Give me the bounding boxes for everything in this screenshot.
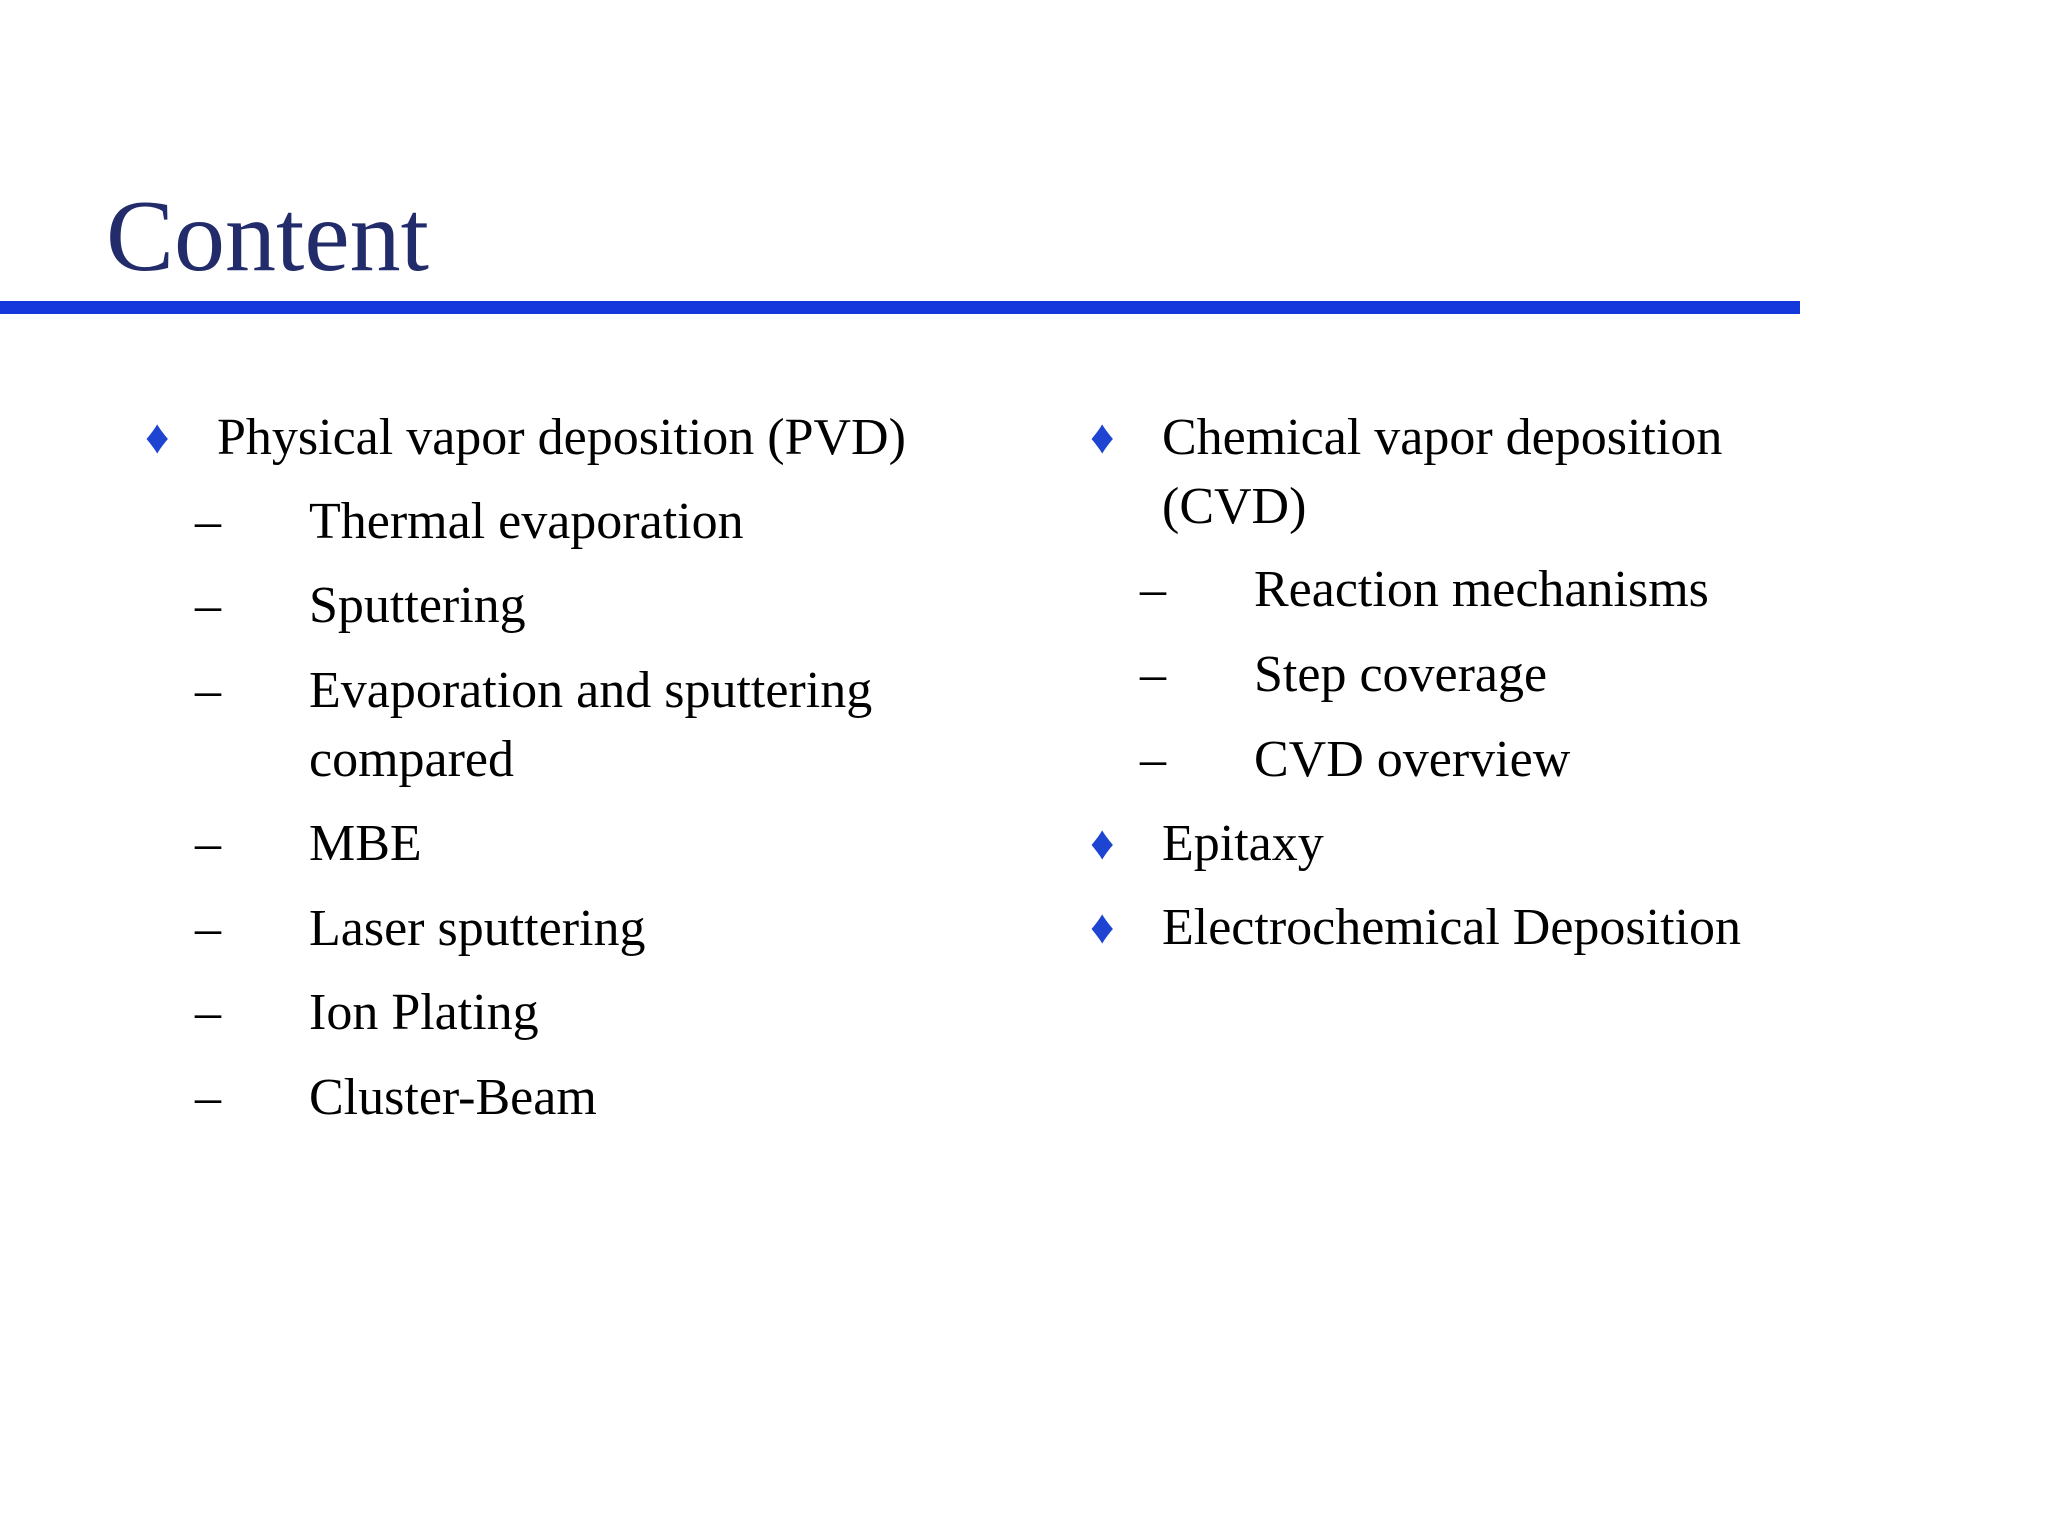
sub-bullet-text: Step coverage [1254,645,1548,703]
bullet-item: ♦ Chemical vapor deposition (CVD) [1090,404,1950,541]
right-column: ♦ Chemical vapor deposition (CVD) – Reac… [1090,404,1950,1149]
bullet-item: ♦ Physical vapor deposition (PVD) [145,404,1090,473]
sub-bullet-item: – Ion Plating [145,979,1090,1048]
title-underline [0,301,1800,314]
sub-bullet-text: Sputtering [309,577,526,635]
sub-bullet-text: Ion Plating [309,984,539,1042]
sub-bullet-text: Reaction mechanisms [1254,561,1709,619]
bullet-text: Epitaxy [1162,815,1324,873]
bullet-text: Electrochemical Deposition [1162,898,1742,956]
sub-bullet-item: – Sputtering [145,572,1090,641]
dash-bullet-icon: – [195,577,221,635]
dash-bullet-icon: – [195,984,221,1042]
dash-bullet-icon: – [195,1069,221,1126]
sub-bullet-item: – Laser sputtering [145,895,1090,964]
dash-bullet-icon: – [195,815,221,873]
sub-bullet-item: – Step coverage [1090,641,1950,710]
dash-bullet-icon: – [1140,561,1166,619]
sub-bullet-item: – MBE [145,810,1090,879]
sub-bullet-text: CVD overview [1254,730,1571,788]
sub-bullet-item: – Cluster-Beam [145,1064,1090,1133]
bullet-text: Physical vapor deposition (PVD) [217,409,906,466]
sub-bullet-text: Cluster-Beam [309,1069,597,1126]
diamond-bullet-icon: ♦ [1090,411,1115,464]
diamond-bullet-icon: ♦ [1090,900,1115,954]
dash-bullet-icon: – [195,492,221,550]
dash-bullet-icon: – [195,661,221,719]
sub-bullet-text: Thermal evaporation [309,492,744,550]
page-title: Content [106,180,429,293]
content-columns: ♦ Physical vapor deposition (PVD) – Ther… [145,404,2048,1149]
sub-bullet-text: Laser sputtering [309,899,646,957]
sub-bullet-item: – CVD overview [1090,726,1950,795]
sub-bullet-item: – Thermal evaporation [145,488,1090,557]
bullet-text: Chemical vapor deposition (CVD) [1162,409,1723,535]
dash-bullet-icon: – [1140,730,1166,788]
diamond-bullet-icon: ♦ [145,411,170,464]
bullet-item: ♦ Epitaxy [1090,810,1950,879]
dash-bullet-icon: – [1140,645,1166,703]
sub-bullet-text: MBE [309,815,422,873]
left-column: ♦ Physical vapor deposition (PVD) – Ther… [145,404,1090,1149]
diamond-bullet-icon: ♦ [1090,817,1115,871]
bullet-item: ♦ Electrochemical Deposition [1090,894,1950,963]
sub-bullet-text: Evaporation and sputtering compared [309,661,873,788]
sub-bullet-item: – Evaporation and sputtering compared [145,657,1090,794]
dash-bullet-icon: – [195,899,221,957]
sub-bullet-item: – Reaction mechanisms [1090,556,1950,625]
